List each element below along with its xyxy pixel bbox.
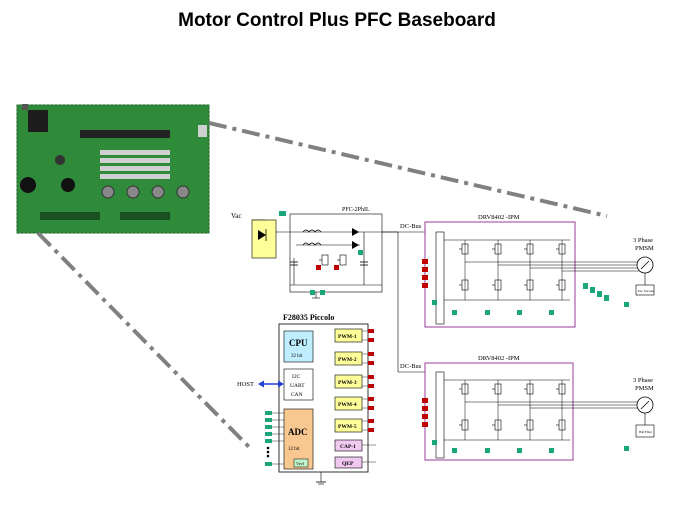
- qep-block: [334, 456, 363, 469]
- adc-sub-label: 12 bit: [288, 447, 300, 452]
- motor-bottom-line1: 3 Phase: [633, 377, 653, 384]
- callout-lines: [36, 121, 608, 449]
- cap1-label: CAP-1: [340, 444, 356, 450]
- pwm2-label: PWM-2: [338, 357, 357, 363]
- motor-top-line1: 3 Phase: [633, 237, 653, 244]
- pwm3-block: [334, 374, 363, 389]
- pwm4-label: PWM-4: [338, 402, 357, 408]
- motor-bottom: 3 Phase PMSM Hall Effect: [633, 377, 655, 438]
- arrow-left-icon: [258, 380, 264, 388]
- motor-bottom-line2: PMSM: [635, 385, 654, 392]
- pwm1-block: [334, 328, 363, 343]
- baseboard-photo: [16, 104, 210, 234]
- pwm1-label: PWM-1: [338, 334, 357, 340]
- drv-top-label: DRV8402 -IPM: [478, 214, 520, 221]
- host-link: HOST: [237, 380, 284, 388]
- page-title: Motor Control Plus PFC Baseboard: [178, 10, 496, 31]
- encoder-bottom-label: Hall Effect: [639, 430, 652, 434]
- motor-top: 3 Phase PMSM Enc. Encoder: [633, 237, 655, 296]
- pwm3-label: PWM-3: [338, 380, 357, 386]
- pfc-stage: PFC-2PhIL: [276, 207, 398, 299]
- pfc-pin: [279, 211, 286, 216]
- arrow-right-icon: [278, 380, 284, 388]
- pwm5-block: [334, 418, 363, 433]
- drv-bottom-label: DRV8402 -IPM: [478, 355, 520, 362]
- piccolo-controller: F28035 Piccolo CPU 32 bit I2C UART CAN A…: [265, 313, 376, 485]
- comm-i2c: I2C: [292, 374, 301, 380]
- vref-label: Vref: [296, 461, 304, 466]
- drv8402-top: DRV8402 -IPM: [422, 214, 640, 328]
- comm-can: CAN: [291, 392, 303, 398]
- adc-label: ADC: [288, 427, 308, 437]
- rectifier-block: [251, 219, 277, 259]
- qep-label: QEP: [342, 461, 354, 467]
- pfc-label: PFC-2PhIL: [342, 207, 370, 213]
- diode-icon: [258, 230, 266, 240]
- dc-bus-top-label: DC-Bus: [400, 223, 422, 230]
- cap1-block: [334, 439, 363, 452]
- pwm2-block: [334, 351, 363, 366]
- pwm5-label: PWM-5: [338, 424, 357, 430]
- dc-bus-bottom-label: DC-Bus: [400, 363, 422, 370]
- drv8402-bottom: DRV8402 -IPM: [422, 355, 640, 461]
- comm-uart: UART: [290, 383, 305, 389]
- encoder-top-label: Enc. Encoder: [638, 289, 654, 293]
- cpu-label: CPU: [289, 338, 308, 348]
- comm-block: [283, 368, 314, 401]
- vac-label: Vac: [231, 212, 242, 220]
- piccolo-label: F28035 Piccolo: [283, 313, 334, 322]
- pwm4-block: [334, 396, 363, 411]
- cpu-block: [283, 330, 314, 363]
- host-label: HOST: [237, 381, 254, 388]
- cpu-sub-label: 32 bit: [291, 354, 303, 359]
- motor-top-line2: PMSM: [635, 245, 654, 252]
